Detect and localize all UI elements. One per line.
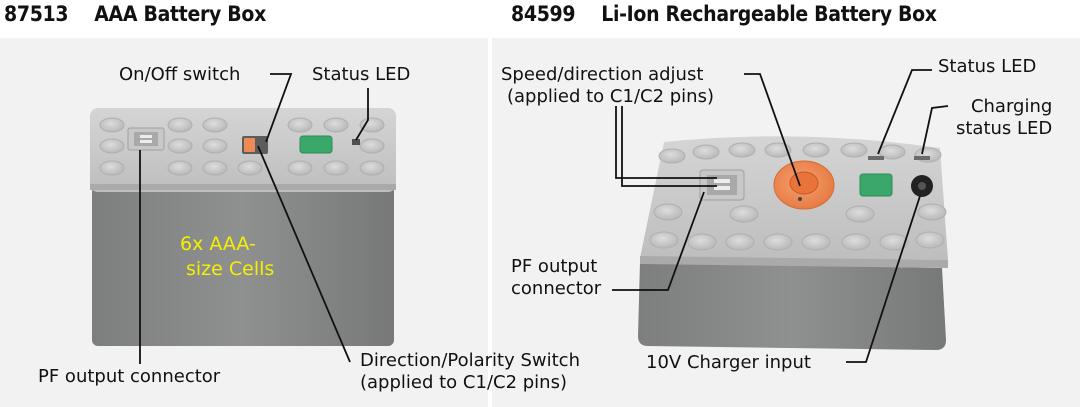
right-part-name: Li-Ion Rechargeable Battery Box [601, 2, 937, 26]
direction-polarity-leader [257, 145, 351, 363]
charger-input-jack [911, 175, 933, 197]
right-box-body [638, 262, 946, 350]
charging-status-led-label: Charging status LED [956, 96, 1052, 140]
c1-pin-leader [615, 106, 717, 179]
right-green-button [859, 173, 893, 197]
speed-direction-dial [773, 160, 835, 210]
li-ion-battery-box [638, 136, 948, 350]
direction-polarity-switch-label: Direction/Polarity Switch (applied to C1… [360, 350, 580, 394]
right-studs [649, 142, 947, 251]
speed-direction-line-1: Speed/direction adjust [501, 64, 704, 85]
left-green-button [299, 135, 333, 154]
cells-line-1: 6x AAA- [180, 233, 256, 255]
direction-polarity-line-2: (applied to C1/C2 pins) [360, 372, 567, 393]
right-status-led-leader [877, 69, 932, 155]
speed-direction-line-2: (applied to C1/C2 pins) [507, 86, 714, 107]
on-off-switch-label: On/Off switch [119, 64, 241, 85]
aaa-battery-box [90, 108, 396, 346]
right-pf-output-line-1: PF output [511, 256, 598, 277]
cells-line-2: size Cells [186, 258, 275, 280]
left-studs [99, 117, 385, 176]
right-panel-title: 84599 Li-Ion Rechargeable Battery Box [511, 2, 937, 26]
left-part-number: 87513 [4, 2, 69, 26]
direction-polarity-line-1: Direction/Polarity Switch [360, 350, 580, 371]
charging-line-2: status LED [956, 118, 1053, 139]
right-pf-output-connector [699, 169, 745, 201]
left-part-name: AAA Battery Box [94, 2, 266, 26]
left-lid-edge [90, 184, 396, 190]
charging-status-led [914, 156, 930, 160]
on-off-switch-leader [265, 73, 293, 143]
right-pf-output-line-2: connector [511, 278, 602, 299]
left-on-off-switch [242, 136, 268, 154]
charging-line-1: Charging [970, 96, 1053, 117]
c2-pin-leader [621, 106, 717, 187]
left-status-led [352, 139, 360, 145]
left-pf-output-connector [127, 127, 165, 151]
leader-lines [139, 69, 949, 364]
speed-direction-label: Speed/direction adjust (applied to C1/C2… [501, 64, 714, 108]
right-pf-output-connector-label: PF output connector [511, 256, 601, 300]
right-lid-edge [640, 256, 948, 268]
cells-annotation: 6x AAA- size Cells [180, 232, 274, 282]
left-status-led-label: Status LED [312, 64, 411, 85]
right-part-number: 84599 [511, 2, 576, 26]
right-status-led-label: Status LED [938, 56, 1037, 77]
left-panel-title: 87513 AAA Battery Box [4, 2, 266, 26]
charger-input-label: 10V Charger input [646, 352, 811, 373]
speed-direction-leader [744, 73, 801, 187]
left-pf-output-connector-label: PF output connector [38, 366, 221, 387]
left-box-body [92, 186, 394, 346]
right-status-led [868, 156, 884, 160]
left-status-led-leader [355, 88, 369, 141]
right-pf-output-leader [612, 191, 705, 291]
charging-led-leader [921, 105, 949, 155]
charger-input-leader [846, 195, 921, 363]
